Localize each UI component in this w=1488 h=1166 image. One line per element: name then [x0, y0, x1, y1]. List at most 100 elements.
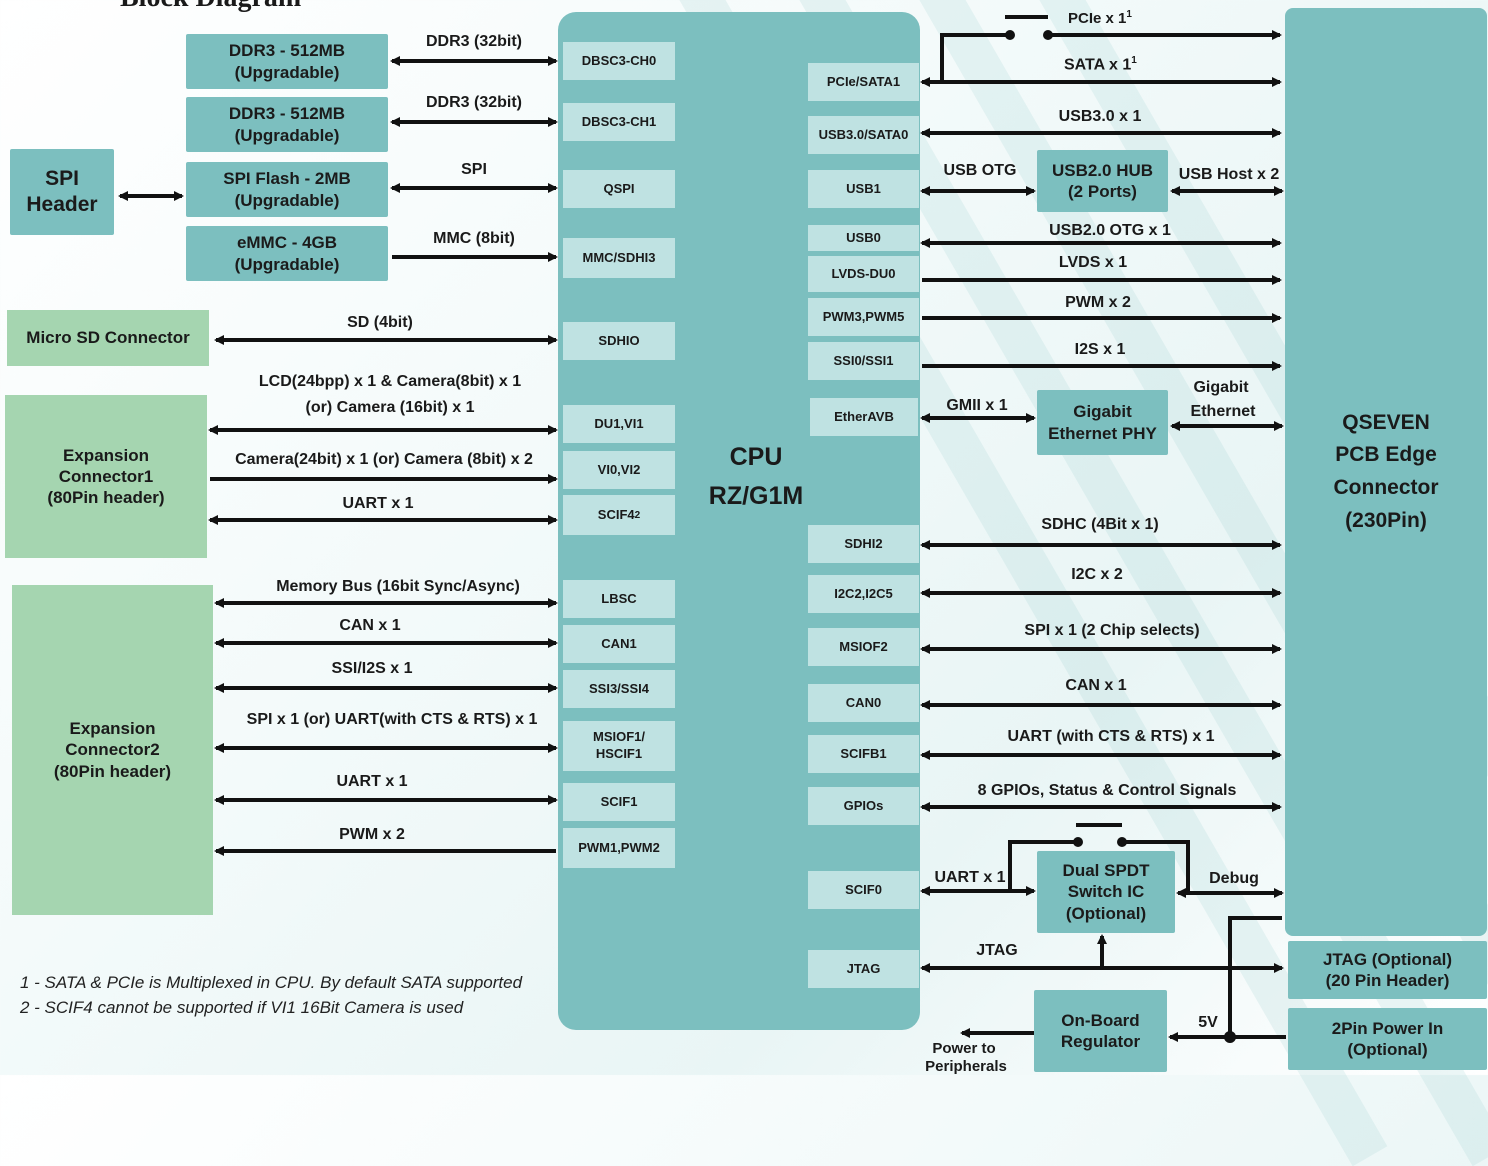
label-usbotg: USB OTG [943, 162, 1017, 179]
label-peripherals: Peripherals [925, 1058, 1007, 1075]
spi-header-title: SPI [45, 166, 79, 190]
qseven-l4: (230Pin) [1345, 508, 1427, 532]
port-pwm1-pwm2: PWM1,PWM2 [563, 828, 675, 868]
label-uart-r: UART (with CTS & RTS) x 1 [1007, 728, 1215, 745]
expansion-connector1: Expansion Connector1 (80Pin header) [5, 395, 207, 558]
exp2-l1: Expansion [69, 719, 156, 739]
msiof1-label: MSIOF1/ [592, 729, 645, 745]
expansion-connector2: Expansion Connector2 (80Pin header) [12, 585, 213, 915]
label-lcd1: LCD(24bpp) x 1 & Camera(8bit) x 1 [258, 373, 522, 390]
port-sdhi2: SDHI2 [808, 525, 919, 563]
label-membus: Memory Bus (16bit Sync/Async) [276, 578, 520, 595]
label-gige2: Ethernet [1190, 403, 1256, 420]
label-cam: Camera(24bit) x 1 (or) Camera (8bit) x 2 [235, 451, 533, 468]
spi-flash-block: SPI Flash - 2MB (Upgradable) [186, 162, 388, 217]
spi-header-sub: Header [26, 193, 98, 216]
qseven-l3: Connector [1333, 476, 1439, 499]
port-dbsc3-ch0: DBSC3-CH0 [563, 42, 675, 80]
label-sd: SD (4bit) [347, 314, 413, 331]
hscif1-label: HSCIF1 [595, 746, 643, 761]
port-scif0: SCIF0 [808, 871, 919, 909]
label-pwm2: PWM x 2 [339, 826, 405, 843]
port-dbsc3-ch1: DBSC3-CH1 [563, 103, 675, 141]
qseven-connector: QSEVEN PCB Edge Connector (230Pin) [1285, 8, 1487, 936]
label-usbhost: USB Host x 2 [1178, 166, 1280, 183]
label-pwm: PWM x 2 [1065, 294, 1131, 311]
label-ssi: SSI/I2S x 1 [331, 660, 413, 677]
ddr3-block-1: DDR3 - 512MB (Upgradable) [186, 97, 388, 152]
exp1-l3: (80Pin header) [47, 488, 165, 508]
jtag-header-block: JTAG (Optional) (20 Pin Header) [1288, 941, 1487, 999]
label-i2s: I2S x 1 [1074, 341, 1126, 358]
label-uart1: UART x 1 [336, 773, 408, 790]
ddr3-1-title: DDR3 - 512MB [228, 104, 346, 124]
exp1-l2: Connector1 [58, 466, 154, 486]
port-can0: CAN0 [808, 684, 919, 722]
spi-flash-sub: (Upgradable) [234, 190, 340, 210]
exp2-l3: (80Pin header) [53, 761, 172, 781]
cpu-title: CPU [729, 443, 783, 471]
port-ssi3-ssi4: SSI3/SSI4 [563, 670, 675, 708]
port-gpios: GPIOs [808, 787, 919, 825]
label-sdhc: SDHC (4Bit x 1) [1041, 516, 1159, 533]
port-scifb1: SCIFB1 [808, 735, 919, 773]
power-in-l1: 2Pin Power In [1331, 1018, 1444, 1038]
label-power-to: Power to [932, 1040, 996, 1057]
port-scif1: SCIF1 [563, 783, 675, 821]
sata-text: SATA x 1 [1064, 56, 1132, 74]
label-can1: CAN x 1 [339, 617, 401, 634]
label-uart0: UART x 1 [934, 869, 1006, 886]
spi-flash-title: SPI Flash - 2MB [223, 169, 351, 189]
label-i2c: I2C x 2 [1071, 566, 1123, 583]
label-sata: SATA x 11 [1064, 55, 1137, 74]
port-vi0-vi2: VI0,VI2 [563, 451, 675, 489]
label-gpio: 8 GPIOs, Status & Control Signals [977, 782, 1237, 799]
port-mmc-sdhi3: MMC/SDHI3 [563, 238, 675, 278]
ethernet-phy-block: Gigabit Ethernet PHY [1037, 390, 1168, 455]
port-msiof1-hscif1: MSIOF1/ HSCIF1 [563, 721, 675, 771]
emmc-title: eMMC - 4GB [236, 233, 338, 253]
label-lvds: LVDS x 1 [1058, 254, 1128, 271]
label-ddr1: DDR3 (32bit) [425, 94, 523, 111]
page-title: Block Diagram [120, 0, 301, 14]
power-in-l2: (Optional) [1347, 1040, 1428, 1059]
port-lbsc: LBSC [563, 580, 675, 618]
ddr3-1-sub: (Upgradable) [234, 125, 340, 145]
label-spi-r: SPI x 1 (2 Chip selects) [1024, 622, 1200, 639]
qseven-l1: QSEVEN [1342, 410, 1430, 434]
pcie-footnote: 1 [1126, 9, 1132, 20]
ddr3-0-sub: (Upgradable) [234, 62, 340, 82]
label-uart4: UART x 1 [342, 495, 414, 512]
port-sdhio: SDHIO [563, 322, 675, 360]
cpu-model: RZ/G1M [708, 482, 804, 510]
port-msiof2: MSIOF2 [808, 628, 919, 666]
regulator-l2: Regulator [1060, 1032, 1141, 1051]
switch-ic-block: Dual SPDT Switch IC (Optional) [1037, 851, 1175, 933]
usb-hub-l2: (2 Ports) [1068, 182, 1137, 201]
port-qspi: QSPI [563, 170, 675, 208]
label-mmc: MMC (8bit) [433, 230, 515, 247]
label-can-r: CAN x 1 [1065, 677, 1127, 694]
port-pwm3-pwm5: PWM3,PWM5 [808, 298, 919, 336]
label-debug: Debug [1209, 870, 1259, 887]
usb-hub-block: USB2.0 HUB (2 Ports) [1037, 150, 1168, 212]
port-du1-vi1: DU1,VI1 [563, 405, 675, 443]
ddr3-block-0: DDR3 - 512MB (Upgradable) [186, 34, 388, 89]
switch-l2: Switch IC [1067, 882, 1145, 902]
label-spi: SPI [461, 161, 487, 178]
footnote-2: 2 - SCIF4 cannot be supported if VI1 16B… [20, 998, 464, 1017]
port-i2c2-i2c5: I2C2,I2C5 [808, 575, 919, 613]
label-pcie: PCIe x 11 [1068, 9, 1132, 27]
port-can1: CAN1 [563, 625, 675, 663]
label-ddr0: DDR3 (32bit) [425, 33, 523, 50]
regulator-block: On-Board Regulator [1034, 990, 1167, 1072]
port-ssi0-ssi1: SSI0/SSI1 [808, 342, 919, 380]
label-jtag: JTAG [976, 942, 1018, 959]
switch-l3: (Optional) [1065, 903, 1147, 923]
power-in-block: 2Pin Power In (Optional) [1288, 1008, 1487, 1070]
pcie-text: PCIe x 1 [1068, 10, 1127, 27]
usb-hub-l1: USB2.0 HUB [1051, 160, 1154, 180]
ddr3-0-title: DDR3 - 512MB [228, 41, 346, 61]
link-pcie [922, 33, 1006, 84]
scif4-label: SCIF4 [597, 506, 635, 522]
